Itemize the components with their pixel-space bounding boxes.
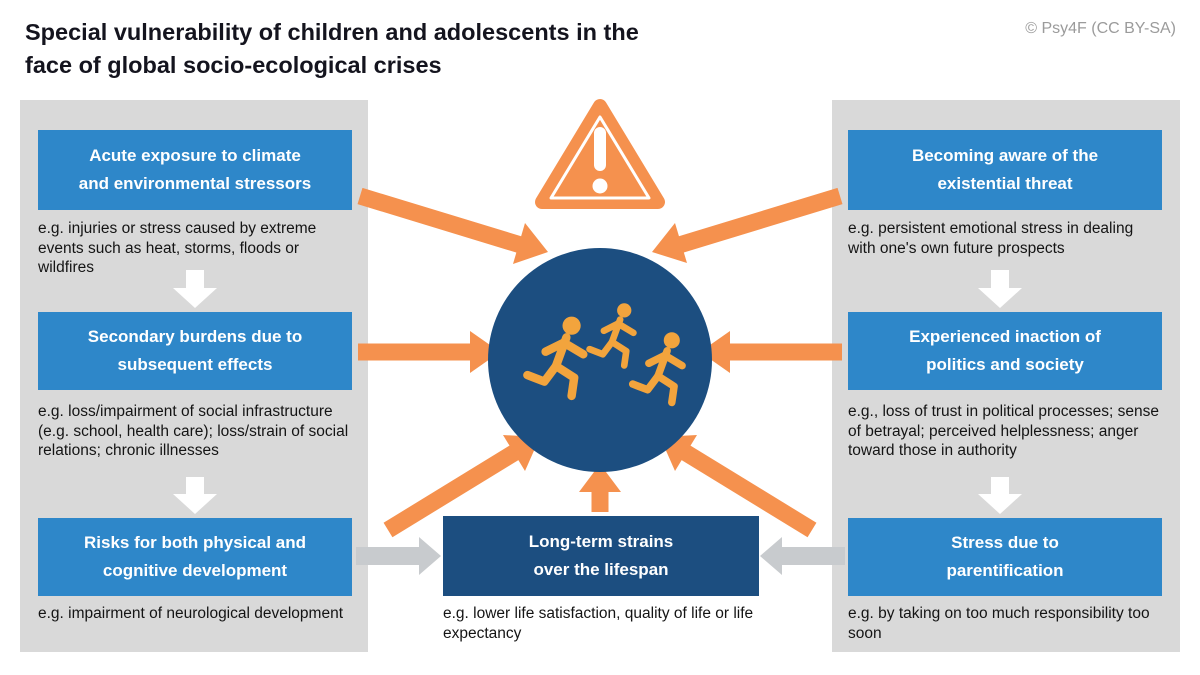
box-political-inaction: Experienced inaction of politics and soc…	[848, 312, 1162, 390]
box-title-line: existential threat	[937, 174, 1073, 193]
box-title-line: subsequent effects	[117, 355, 273, 374]
central-circle	[488, 248, 712, 472]
arrow-left-to-bottom-box-icon	[356, 537, 441, 575]
arrow-left-top-to-center-icon	[357, 187, 548, 264]
page-title-line-1: Special vulnerability of children and ad…	[25, 19, 639, 45]
box-title-line: politics and society	[926, 355, 1084, 374]
caption-development-risks: e.g. impairment of neurological developm…	[38, 605, 344, 622]
box-title-line: Risks for both physical and	[84, 533, 306, 553]
page-title-line-2: face of global socio-ecological crises	[25, 52, 442, 79]
caption-longterm-strains: e.g. lower life satisfaction, quality of…	[443, 605, 754, 642]
box-title-line: Stress due to	[951, 533, 1059, 553]
caption-secondary-burdens: e.g. loss/impairment of social infrastru…	[38, 403, 349, 460]
caption-political-inaction: e.g., loss of trust in political process…	[848, 403, 1160, 460]
box-title-line: parentification	[946, 561, 1064, 580]
arrow-left-middle-to-center-icon	[358, 331, 500, 373]
box-title-line: Becoming aware of the	[911, 146, 1099, 166]
box-development-risks: Risks for both physical and cognitive de…	[38, 518, 352, 596]
arrow-bottom-to-center-icon	[579, 464, 621, 512]
box-title-line: cognitive development	[102, 561, 288, 580]
box-secondary-burdens: Secondary burdens due to subsequent effe…	[38, 312, 352, 390]
box-title-line: Experienced inaction of	[909, 327, 1101, 347]
box-title-line: Acute exposure to climate	[89, 146, 301, 166]
box-existential-awareness: Becoming aware of the existential threat	[848, 130, 1162, 210]
box-title-line: over the lifespan	[533, 560, 669, 579]
box-title-line: and environmental stressors	[78, 174, 312, 193]
box-title-line: Long-term strains	[528, 532, 674, 552]
running-children-icon	[527, 303, 682, 402]
box-title-line: Secondary burdens due to	[87, 327, 303, 347]
box-acute-exposure: Acute exposure to climate and environmen…	[38, 130, 352, 210]
box-parentification: Stress due to parentification	[848, 518, 1162, 596]
caption-parentification: e.g. by taking on too much responsibilit…	[848, 605, 1150, 642]
box-longterm-strains: Long-term strains over the lifespan	[443, 516, 759, 596]
copyright-attribution: © Psy4F (CC BY-SA)	[1025, 20, 1176, 37]
caption-acute-exposure: e.g. injuries or stress caused by extrem…	[38, 220, 317, 277]
caption-existential-awareness: e.g. persistent emotional stress in deal…	[848, 220, 1134, 257]
page-title: Special vulnerability of children and ad…	[25, 16, 845, 83]
arrow-right-top-to-center-icon	[652, 187, 843, 263]
arrow-right-middle-to-center-icon	[700, 331, 842, 373]
warning-triangle-icon	[535, 99, 665, 209]
